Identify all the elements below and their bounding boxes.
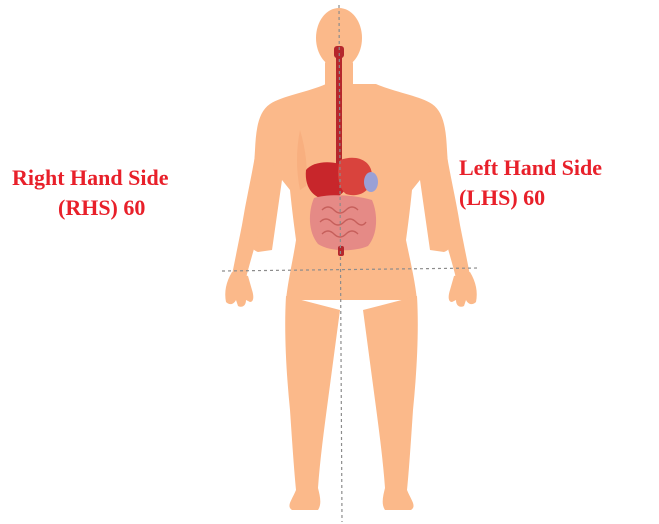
hand-right (225, 272, 253, 307)
right-hand-side-value: (RHS) 60 (12, 193, 169, 223)
leg-right (285, 296, 340, 510)
right-hand-side-label: Right Hand Side (RHS) 60 (12, 163, 169, 223)
left-hand-side-title: Left Hand Side (459, 153, 602, 183)
leg-left (363, 296, 418, 510)
hand-left (449, 272, 477, 307)
right-hand-side-title: Right Hand Side (12, 163, 169, 193)
left-hand-side-value: (LHS) 60 (459, 183, 602, 213)
left-hand-side-label: Left Hand Side (LHS) 60 (459, 153, 602, 213)
body-silhouette (225, 8, 477, 510)
spleen (364, 172, 378, 192)
